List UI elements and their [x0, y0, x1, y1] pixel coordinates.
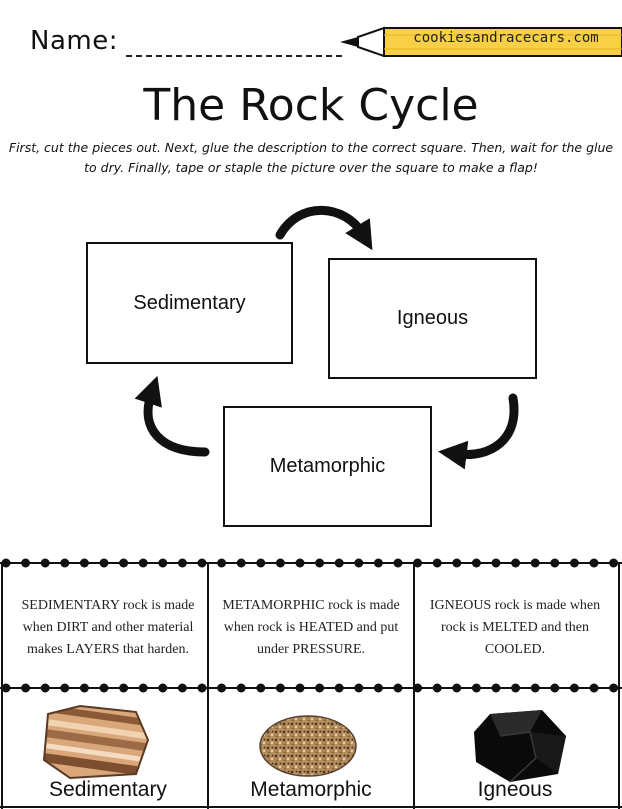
cut-line-dot: [373, 558, 383, 568]
cut-line-dot: [550, 558, 560, 568]
cut-line-dot: [413, 558, 423, 568]
cut-line-dot: [158, 683, 168, 693]
cut-line-dot: [354, 683, 364, 693]
cut-line-dot: [295, 558, 305, 568]
metamorphic-label: Metamorphic: [250, 778, 372, 801]
cut-line-dot: [40, 558, 50, 568]
metamorphic-rock-image: [259, 715, 357, 777]
cut-line-dot: [275, 558, 285, 568]
cut-line-dot: [393, 558, 403, 568]
cut-line-dot: [256, 558, 266, 568]
cut-line-dot: [511, 558, 521, 568]
metamorphic-box: Metamorphic: [223, 406, 432, 527]
arrow-sedimentary-to-igneous-icon: [275, 205, 373, 251]
cut-line-dot: [315, 683, 325, 693]
cut-line-dot: [452, 683, 462, 693]
cut-line-dot: [334, 683, 344, 693]
metamorphic-box-label: Metamorphic: [269, 455, 386, 477]
cut-line-dot: [197, 558, 207, 568]
cut-line-dot: [1, 558, 11, 568]
cut-line-dot: [295, 683, 305, 693]
cut-line-dot: [334, 558, 344, 568]
cut-line-dot: [79, 558, 89, 568]
cut-line-dot: [217, 558, 227, 568]
cut-line-dot: [609, 683, 619, 693]
cut-line-dot: [589, 558, 599, 568]
cut-line-dot: [60, 683, 70, 693]
igneous-box: Igneous: [328, 258, 537, 379]
cut-line-dot: [354, 558, 364, 568]
cut-line-dot: [432, 558, 442, 568]
cut-line-dot: [530, 683, 540, 693]
page-title: The Rock Cycle: [143, 80, 479, 131]
pencil-icon: [340, 26, 622, 58]
cutout-grid: [0, 558, 622, 809]
cut-line-dot: [315, 558, 325, 568]
igneous-label: Igneous: [477, 778, 553, 801]
cut-line-dot: [138, 558, 148, 568]
cut-line-dot: [60, 558, 70, 568]
cut-line-dot: [177, 558, 187, 568]
igneous-description: IGNEOUS rock is made when rock is MELTED…: [429, 598, 601, 657]
cut-line-dot: [471, 683, 481, 693]
cut-line-dot: [413, 683, 423, 693]
igneous-box-label: Igneous: [396, 307, 469, 329]
igneous-rock-image: [474, 710, 566, 783]
cut-line-dot: [393, 683, 403, 693]
cut-line-dot: [158, 558, 168, 568]
sedimentary-label: Sedimentary: [49, 778, 167, 801]
metamorphic-description: METAMORPHIC rock is made when rock is HE…: [222, 598, 400, 657]
cut-line-dot: [177, 683, 187, 693]
sedimentary-rock-image: [42, 704, 150, 780]
sedimentary-box: Sedimentary: [86, 242, 293, 364]
cut-line-dot: [589, 683, 599, 693]
cut-line-dot: [471, 558, 481, 568]
cut-line-dot: [491, 558, 501, 568]
cut-line-dot: [119, 558, 129, 568]
instructions-text: First, cut the pieces out. Next, glue th…: [8, 140, 614, 175]
cut-line-dot: [569, 683, 579, 693]
cut-line-dot: [119, 683, 129, 693]
arrow-metamorphic-to-sedimentary-icon: [134, 375, 210, 457]
cut-line-dot: [491, 683, 501, 693]
cut-line-dot: [138, 683, 148, 693]
sedimentary-description: SEDIMENTARY rock is made when DIRT and o…: [21, 598, 195, 657]
cut-line-dot: [1, 683, 11, 693]
cut-line-dot: [530, 558, 540, 568]
cut-line-dot: [432, 683, 442, 693]
cut-line-dot: [511, 683, 521, 693]
cut-line-dot: [99, 683, 109, 693]
cut-line-dot: [99, 558, 109, 568]
cut-line-dot: [79, 683, 89, 693]
cut-line-dot: [21, 683, 31, 693]
cut-line-dot: [609, 558, 619, 568]
cut-line-dot: [256, 683, 266, 693]
cut-line-dot: [236, 558, 246, 568]
cut-line-dot: [197, 683, 207, 693]
website-text: cookiesandracecars.com: [413, 30, 599, 46]
cut-line-dot: [452, 558, 462, 568]
cut-line-dot: [550, 683, 560, 693]
cut-line-dot: [373, 683, 383, 693]
cut-line-dot: [21, 558, 31, 568]
name-label: Name:: [30, 26, 118, 56]
cut-line-dot: [569, 558, 579, 568]
cut-line-dot: [217, 683, 227, 693]
cut-line-dot: [275, 683, 285, 693]
cut-line-dot: [236, 683, 246, 693]
arrow-igneous-to-metamorphic-icon: [437, 393, 519, 470]
name-blank-line: [126, 55, 342, 57]
sedimentary-box-label: Sedimentary: [133, 291, 246, 314]
cut-line-dot: [40, 683, 50, 693]
